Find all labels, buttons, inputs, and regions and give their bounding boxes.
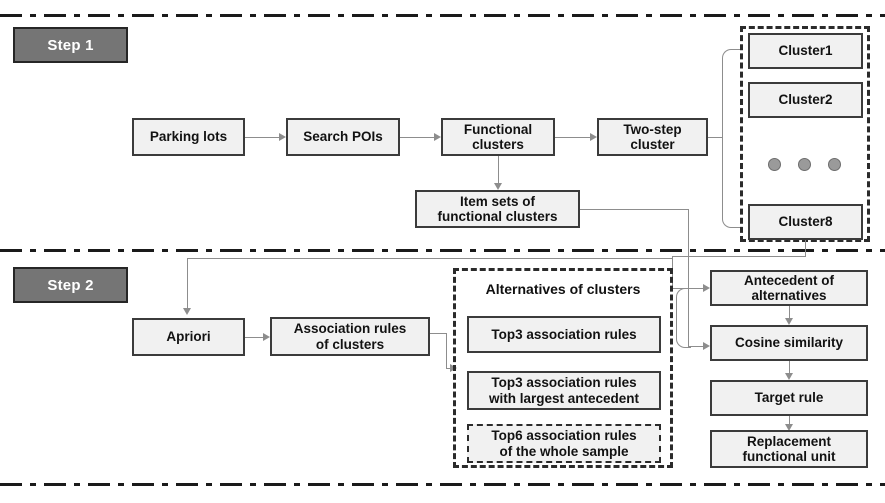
- node-association-rules[interactable]: Association rules of clusters: [270, 317, 430, 356]
- node-target-rule[interactable]: Target rule: [710, 380, 868, 416]
- node-association-rules-line2: of clusters: [315, 336, 385, 352]
- divider-bottom: [0, 483, 885, 486]
- connector-cluster8-left: [672, 256, 806, 257]
- arrowhead-functional-to-itemsets: [494, 183, 502, 190]
- arrowhead-functional-to-twostep: [590, 133, 597, 141]
- node-cluster-2[interactable]: Cluster2: [748, 82, 863, 118]
- ellipsis-dot-2: [798, 158, 811, 171]
- arrowhead-antecedent-to-cosine: [785, 318, 793, 325]
- step-2-badge: Step 2: [13, 267, 128, 303]
- connector-antecedent-to-cosine: [789, 306, 790, 318]
- node-functional-clusters-label: Functional clusters: [464, 122, 532, 152]
- node-replacement-line1: Replacement: [746, 433, 832, 449]
- connector-to-apriori-vertical: [187, 258, 188, 308]
- ellipsis-dot-1: [768, 158, 781, 171]
- node-functional-clusters[interactable]: Functional clusters: [441, 118, 555, 156]
- arrowhead-cosine-to-target: [785, 373, 793, 380]
- step-1-badge-label: Step 1: [47, 36, 94, 54]
- divider-top: [0, 14, 885, 17]
- node-antecedent-line1: Antecedent of: [743, 272, 834, 288]
- connector-assoc-down: [446, 333, 447, 368]
- node-parking-lots[interactable]: Parking lots: [132, 118, 245, 156]
- connector-assoc-right: [430, 333, 446, 334]
- node-top6-whole-sample-line2: of the whole sample: [499, 443, 629, 459]
- node-top3-largest-antecedent-label: Top3 association rules with largest ante…: [489, 375, 639, 405]
- node-functional-clusters-line2: clusters: [472, 137, 524, 152]
- node-two-step-cluster-line1: Two-step: [623, 121, 682, 137]
- node-cosine-similarity-label: Cosine similarity: [734, 335, 844, 351]
- node-top6-whole-sample-label: Top6 association rules of the whole samp…: [491, 428, 636, 458]
- step-2-badge-label: Step 2: [47, 276, 94, 294]
- node-replacement-line2: functional unit: [742, 449, 836, 464]
- connector-twostep-to-bracket: [708, 137, 722, 138]
- connector-itemsets-to-cosine: [688, 346, 703, 347]
- bracket-clusters-fanout: [722, 49, 741, 228]
- node-replacement-functional-unit[interactable]: Replacement functional unit: [710, 430, 868, 468]
- node-apriori-label: Apriori: [166, 329, 211, 345]
- node-antecedent-label: Antecedent of alternatives: [744, 273, 834, 303]
- node-cluster-8-label: Cluster8: [778, 214, 833, 230]
- connector-itemsets-down: [688, 209, 689, 346]
- node-top6-whole-sample[interactable]: Top6 association rules of the whole samp…: [467, 424, 661, 463]
- node-association-rules-label: Association rules of clusters: [294, 321, 407, 351]
- ellipsis-dot-3: [828, 158, 841, 171]
- node-cluster-2-label: Cluster2: [778, 92, 833, 108]
- node-top3-association-rules-label: Top3 association rules: [491, 326, 637, 342]
- alternatives-group-title: Alternatives of clusters: [485, 281, 641, 297]
- connector-search-to-functional: [400, 137, 434, 138]
- node-item-sets-line2: functional clusters: [437, 209, 558, 224]
- node-association-rules-line1: Association rules: [293, 321, 407, 337]
- node-item-sets-line1: Item sets of: [459, 193, 536, 209]
- alternatives-group: [453, 268, 673, 468]
- connector-itemsets-right: [580, 209, 688, 210]
- arrowhead-target-to-replacement: [785, 424, 793, 431]
- node-apriori[interactable]: Apriori: [132, 318, 245, 356]
- node-two-step-cluster[interactable]: Two-step cluster: [597, 118, 708, 156]
- step-1-badge: Step 1: [13, 27, 128, 63]
- node-parking-lots-label: Parking lots: [149, 129, 228, 145]
- arrowhead-cluster8-to-antecedent: [703, 284, 710, 292]
- node-antecedent-of-alternatives[interactable]: Antecedent of alternatives: [710, 270, 868, 306]
- node-two-step-cluster-line2: cluster: [630, 137, 675, 152]
- connector-target-to-replacement: [789, 416, 790, 424]
- connector-functional-to-itemsets: [498, 156, 499, 183]
- node-cosine-similarity[interactable]: Cosine similarity: [710, 325, 868, 361]
- connector-cluster8-down: [805, 240, 806, 256]
- bracket-alternatives-out: [676, 288, 691, 348]
- node-cluster-8[interactable]: Cluster8: [748, 204, 863, 240]
- arrowhead-to-apriori: [183, 308, 191, 315]
- arrowhead-itemsets-to-cosine: [703, 342, 710, 350]
- node-item-sets-label: Item sets of functional clusters: [437, 194, 557, 224]
- arrowhead-apriori-to-assoc: [263, 333, 270, 341]
- arrowhead-search-to-functional: [434, 133, 441, 141]
- node-replacement-label: Replacement functional unit: [743, 434, 836, 464]
- node-top6-whole-sample-line1: Top6 association rules: [491, 428, 637, 444]
- node-top3-largest-antecedent[interactable]: Top3 association rules with largest ante…: [467, 371, 661, 410]
- connector-apriori-to-assoc: [245, 337, 263, 338]
- node-top3-largest-antecedent-line1: Top3 association rules: [491, 375, 637, 391]
- divider-middle: [0, 249, 885, 252]
- node-top3-largest-antecedent-line2: with largest antecedent: [488, 390, 640, 406]
- node-search-pois-label: Search POIs: [303, 129, 383, 145]
- node-target-rule-label: Target rule: [754, 390, 824, 406]
- connector-to-apriori-horizontal: [187, 258, 672, 259]
- connector-cosine-to-target: [789, 361, 790, 373]
- arrowhead-parking-to-search: [279, 133, 286, 141]
- node-item-sets[interactable]: Item sets of functional clusters: [415, 190, 580, 228]
- node-top3-association-rules[interactable]: Top3 association rules: [467, 316, 661, 353]
- node-search-pois[interactable]: Search POIs: [286, 118, 400, 156]
- node-two-step-cluster-label: Two-step cluster: [623, 122, 681, 152]
- node-antecedent-line2: alternatives: [751, 288, 827, 303]
- node-cluster-1[interactable]: Cluster1: [748, 33, 863, 69]
- connector-functional-to-twostep: [555, 137, 590, 138]
- connector-parking-to-search: [245, 137, 279, 138]
- node-cluster-1-label: Cluster1: [778, 43, 833, 59]
- node-functional-clusters-line1: Functional: [463, 121, 533, 137]
